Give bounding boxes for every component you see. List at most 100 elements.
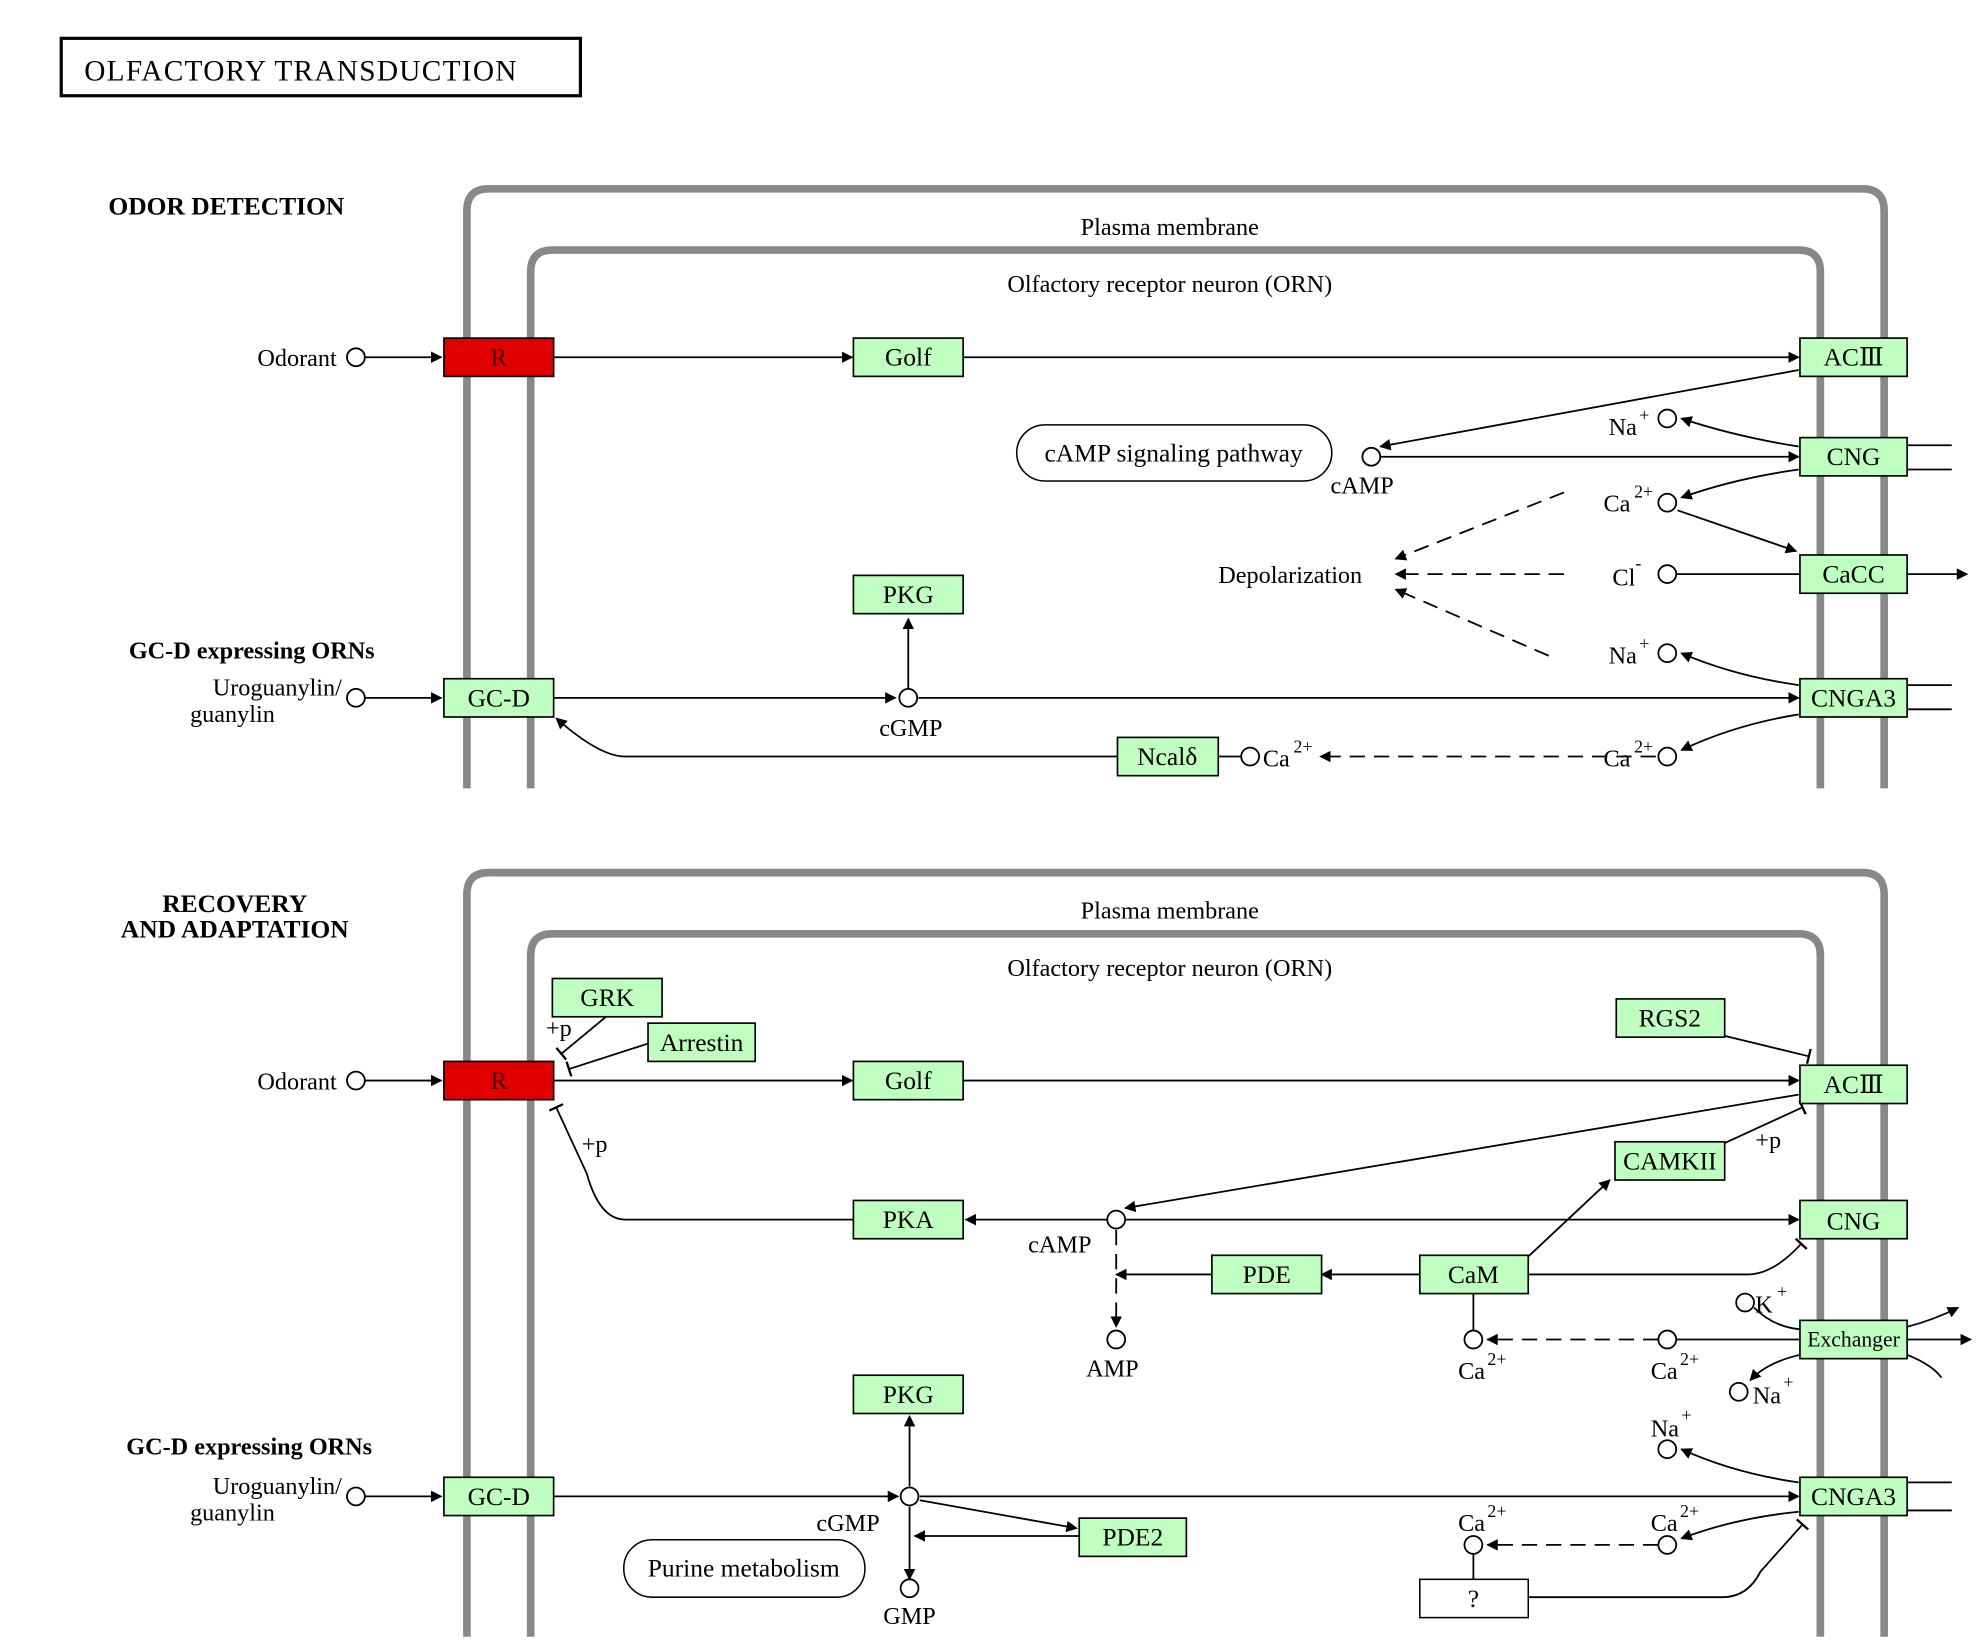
compound-odorant[interactable] [346,347,366,368]
svg-text:Ca: Ca [1458,1510,1485,1537]
svg-text:CaM: CaM [1448,1260,1499,1289]
compound-uroguanylin[interactable] [346,688,366,708]
gene-camkii[interactable]: CAMKII [1614,1140,1726,1181]
unknown-node[interactable]: ? [1419,1578,1530,1619]
svg-text:CaCC: CaCC [1822,560,1884,589]
ion-na-2[interactable]: Na+ [1609,633,1678,669]
svg-text:Na: Na [1609,414,1637,441]
svg-text:R: R [490,1066,507,1095]
svg-text:CNGA3: CNGA3 [1811,1482,1896,1511]
gene-gc-d[interactable]: GC-D [443,677,555,718]
gcd-orn-heading: GC-D expressing ORNs [126,1433,372,1460]
ion-na-exchanger[interactable]: Na+ [1728,1372,1794,1409]
gene-aciii[interactable]: ACⅢ [1799,1064,1908,1105]
plasma-membrane [463,868,1888,1637]
odorant-label: Odorant [257,1068,337,1095]
svg-text:-: - [1635,553,1641,573]
compound-gmp[interactable] [899,1578,920,1599]
camp-label: cAMP [1331,473,1394,500]
compound-camp[interactable] [1106,1209,1127,1230]
phospho-label: +p [582,1131,608,1158]
gene-r[interactable]: R [443,337,555,378]
gene-cng[interactable]: CNG [1799,436,1908,477]
gene-golf[interactable]: Golf [852,337,964,378]
gcd-orn-heading: GC-D expressing ORNs [129,637,375,664]
gene-golf[interactable]: Golf [852,1060,964,1101]
phospho-label: +p [546,1015,572,1042]
plasma-membrane-label: Plasma membrane [1081,898,1259,925]
section-heading: ODOR DETECTION [108,191,344,220]
gene-pde[interactable]: PDE [1211,1254,1323,1295]
svg-text:Na: Na [1651,1415,1679,1442]
svg-text:RGS2: RGS2 [1639,1004,1701,1033]
svg-text:CAMKII: CAMKII [1623,1146,1717,1175]
orn-membrane [526,930,1825,1637]
svg-text:?: ? [1468,1584,1479,1613]
map-link-camp-signaling[interactable]: cAMP signaling pathway [1015,424,1333,482]
depolarization-label: Depolarization [1218,562,1362,589]
gene-exchanger[interactable]: Exchanger [1799,1319,1908,1360]
compound-odorant[interactable] [346,1070,366,1091]
svg-text:Ca: Ca [1604,491,1631,518]
svg-text:Na: Na [1609,642,1637,669]
gene-cnga3[interactable]: CNGA3 [1799,677,1908,718]
gene-pkg[interactable]: PKG [852,1374,964,1415]
compound-camp[interactable] [1361,446,1382,467]
svg-text:GC-D: GC-D [468,1482,530,1511]
svg-text:+: + [1681,1405,1691,1425]
gene-arrestin[interactable]: Arrestin [647,1022,757,1063]
gene-rgs2[interactable]: RGS2 [1615,998,1726,1039]
compound-cgmp[interactable] [899,1486,920,1507]
map-link-purine-metabolism[interactable]: Purine metabolism [623,1539,866,1598]
ion-na-cnga3[interactable]: Na+ [1651,1405,1692,1460]
svg-text:PKG: PKG [883,580,934,609]
svg-text:Cl: Cl [1612,565,1635,592]
svg-text:+: + [1639,633,1649,653]
gene-cacc[interactable]: CaCC [1799,554,1908,595]
compound-uroguanylin[interactable] [346,1486,366,1507]
gene-ncald[interactable]: Ncalδ [1116,736,1220,777]
svg-text:GRK: GRK [580,983,634,1012]
compound-amp[interactable] [1106,1329,1127,1350]
gene-pka[interactable]: PKA [852,1199,964,1240]
svg-text:Na: Na [1753,1382,1781,1409]
gene-gc-d[interactable]: GC-D [443,1476,555,1517]
gene-pde2[interactable]: PDE2 [1078,1517,1188,1558]
gene-cnga3[interactable]: CNGA3 [1799,1476,1908,1517]
uroguanylin-label: Uroguanylin/ [213,674,342,701]
svg-text:2+: 2+ [1634,482,1653,502]
ion-cl[interactable]: Cl- [1612,553,1678,592]
svg-text:PKA: PKA [883,1205,935,1234]
gene-aciii[interactable]: ACⅢ [1799,337,1908,378]
cgmp-label: cGMP [816,1510,879,1537]
gene-pkg[interactable]: PKG [852,574,964,615]
gene-grk[interactable]: GRK [551,977,663,1018]
svg-text:PDE: PDE [1243,1260,1291,1289]
svg-text:+: + [1777,1281,1787,1301]
phospho-label: +p [1755,1127,1781,1154]
section-heading-line2: AND ADAPTATION [121,915,349,944]
odorant-label: Odorant [257,345,337,372]
guanylin-label: guanylin [190,1500,275,1527]
svg-text:+: + [1639,405,1649,425]
gene-r[interactable]: R [443,1060,555,1101]
svg-text:2+: 2+ [1487,1501,1506,1521]
orn-label: Olfactory receptor neuron (ORN) [1007,955,1332,982]
svg-text:Exchanger: Exchanger [1807,1328,1900,1352]
amp-label: AMP [1086,1355,1138,1382]
ion-k[interactable]: K+ [1735,1281,1787,1319]
section-odor-detection: ODOR DETECTION Plasma membrane Olfactory… [108,185,1969,789]
page-title: OLFACTORY TRANSDUCTION [84,55,518,87]
gene-cam[interactable]: CaM [1418,1254,1530,1295]
ion-na-1[interactable]: Na+ [1609,405,1678,441]
compound-cgmp[interactable] [898,688,919,708]
gene-cng[interactable]: CNG [1799,1199,1908,1240]
